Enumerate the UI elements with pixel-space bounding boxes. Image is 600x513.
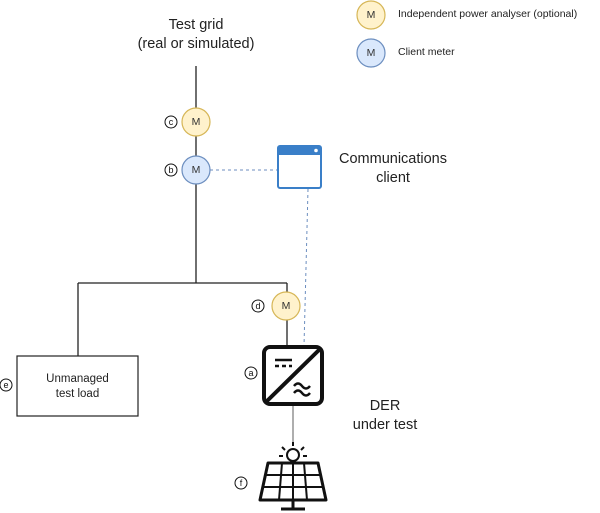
communications-client-icon xyxy=(277,145,322,189)
der-tag-circle xyxy=(244,366,258,380)
load-label-line2: test load xyxy=(55,388,100,400)
meter-b-letter: M xyxy=(192,164,201,176)
solar-panel-icon xyxy=(258,442,328,511)
legend-client-label: Client meter xyxy=(398,46,455,58)
test-grid-label: Test grid (real or simulated) xyxy=(116,16,276,54)
test-grid-title: Test grid xyxy=(168,17,224,33)
meter-c-tag-circle xyxy=(164,115,178,129)
meter-d xyxy=(271,291,301,321)
meter-c-letter: M xyxy=(192,116,201,128)
load-tag: e xyxy=(3,380,8,390)
solar-tag: f xyxy=(240,478,243,488)
meter-c-tag: c xyxy=(169,117,174,127)
communications-client-label: Communications client xyxy=(326,150,460,188)
legend-analyser-label: Independent power analyser (optional) xyxy=(398,8,578,20)
meter-c xyxy=(181,107,211,137)
load-box xyxy=(16,355,139,417)
meter-d-tag: d xyxy=(255,301,260,311)
communications-client-line2: client xyxy=(376,170,410,186)
der-label-line2: under test xyxy=(352,417,418,433)
der-label: DER under test xyxy=(340,397,430,435)
inverter-icon xyxy=(262,345,324,406)
legend-analyser-letter: M xyxy=(367,9,376,21)
meter-b-tag: b xyxy=(168,165,173,175)
der-tag: a xyxy=(248,368,253,378)
load-tag-circle xyxy=(0,378,13,392)
solar-tag-circle xyxy=(234,476,248,490)
legend-client-symbol xyxy=(356,38,386,68)
test-grid-subtitle: (real or simulated) xyxy=(137,36,255,52)
legend-analyser-symbol xyxy=(356,0,386,30)
der-label-line1: DER xyxy=(369,398,401,414)
meter-b xyxy=(181,155,211,185)
legend-client-letter: M xyxy=(367,47,376,59)
meter-b-tag-circle xyxy=(164,163,178,177)
meter-d-tag-circle xyxy=(251,299,265,313)
meter-d-letter: M xyxy=(282,300,291,312)
load-label-line1: Unmanaged xyxy=(46,373,109,385)
comms-der-link xyxy=(303,188,309,347)
communications-client-line1: Communications xyxy=(339,151,447,167)
load-label: Unmanaged test load xyxy=(17,372,138,402)
